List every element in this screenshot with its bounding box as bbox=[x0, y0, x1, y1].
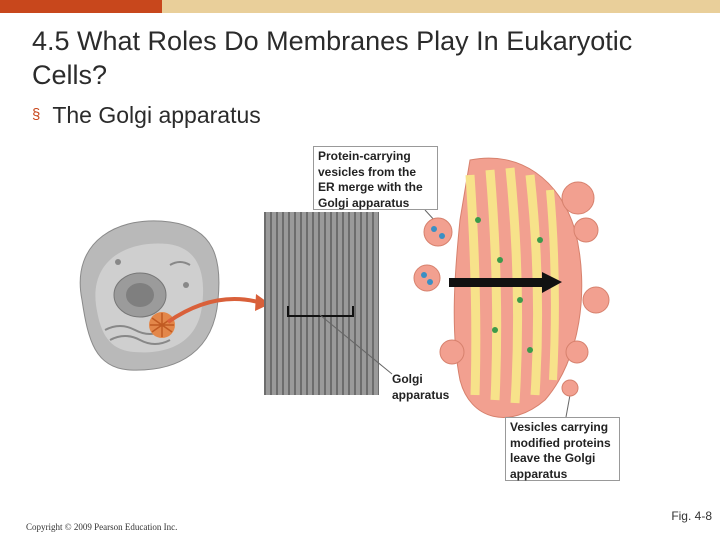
direction-arrowhead-icon bbox=[542, 272, 562, 293]
callout-line: apparatus bbox=[510, 466, 568, 481]
bullet-text: The Golgi apparatus bbox=[52, 102, 261, 128]
header-accent-bar-right bbox=[162, 0, 720, 13]
copyright-notice: Copyright © 2009 Pearson Education Inc. bbox=[26, 522, 178, 532]
callout-line: vesicles from the bbox=[318, 164, 417, 179]
callout-line: Protein-carrying bbox=[318, 149, 411, 163]
label-line: apparatus bbox=[392, 387, 450, 402]
label-line: Golgi bbox=[392, 372, 423, 386]
golgi-highlight bbox=[149, 312, 175, 338]
cell-illustration bbox=[79, 220, 220, 371]
label-golgi-apparatus: Golgi apparatus bbox=[392, 372, 449, 403]
leader-line-golgi bbox=[319, 314, 393, 375]
callout-line: ER merge with the bbox=[318, 180, 423, 194]
header-accent-bar-left bbox=[0, 0, 162, 13]
callout-line: Vesicles carrying bbox=[510, 420, 609, 434]
bullet-item: § The Golgi apparatus bbox=[32, 100, 261, 130]
bullet-marker-icon: § bbox=[32, 106, 41, 123]
electron-micrograph bbox=[264, 212, 379, 395]
leader-line-vesicles bbox=[565, 394, 571, 418]
zoom-arrowhead-icon bbox=[255, 294, 270, 311]
callout-line: Golgi apparatus bbox=[318, 195, 410, 210]
figure-number: Fig. 4-8 bbox=[671, 509, 712, 523]
callout-line: modified proteins bbox=[510, 435, 611, 450]
direction-arrow-shaft bbox=[449, 278, 544, 287]
callout-departing-vesicles: Vesicles carrying modified proteins leav… bbox=[505, 417, 620, 481]
slide-title: 4.5 What Roles Do Membranes Play In Euka… bbox=[32, 26, 633, 90]
callout-er-vesicles: Protein-carrying vesicles from the ER me… bbox=[313, 146, 438, 210]
zoom-arrow-icon bbox=[166, 297, 259, 324]
callout-line: leave the Golgi bbox=[510, 451, 596, 465]
golgi-illustration bbox=[413, 157, 610, 418]
